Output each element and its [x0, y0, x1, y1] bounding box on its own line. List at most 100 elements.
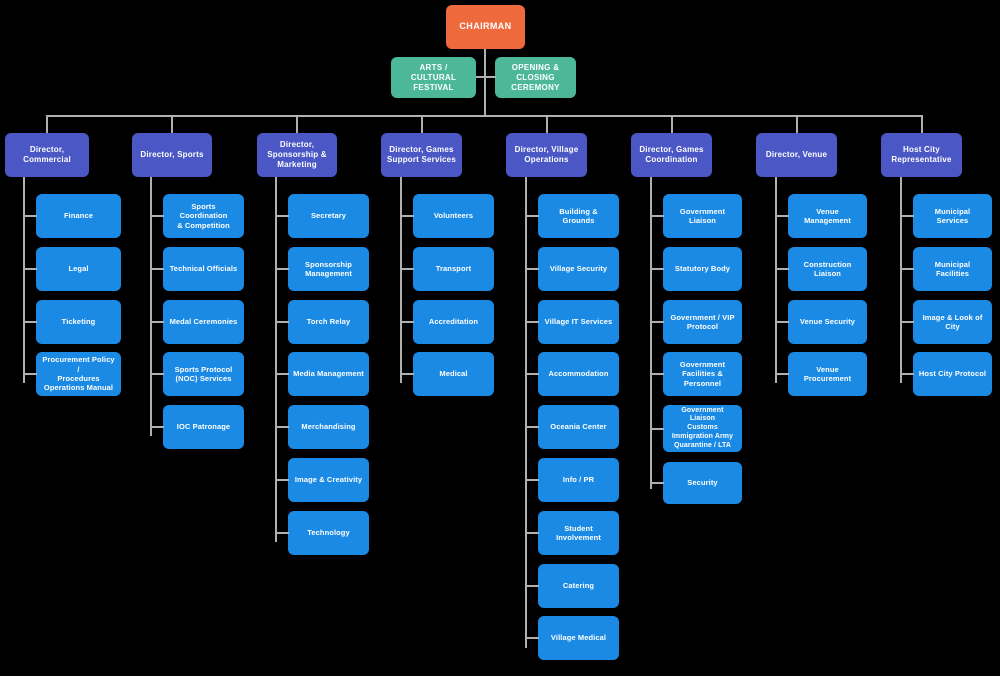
connector-chairman-stem: [484, 49, 486, 115]
node-oceania-center[interactable]: Oceania Center: [538, 405, 619, 449]
node-image-look-of-city[interactable]: Image & Look of City: [913, 300, 992, 344]
connector-trunk-drop-3: [296, 115, 298, 133]
node-technical-officials[interactable]: Technical Officials: [163, 247, 244, 291]
connector-stub-3-1: [275, 215, 289, 217]
connector-stub-1-2: [23, 268, 37, 270]
connector-stub-5-4: [525, 373, 539, 375]
connector-stub-3-4: [275, 373, 289, 375]
node-volunteers[interactable]: Volunteers: [413, 194, 494, 238]
node-statutory-body[interactable]: Statutory Body: [663, 247, 742, 291]
node-transport[interactable]: Transport: [413, 247, 494, 291]
connector-spine-col-2: [150, 177, 152, 436]
connector-stub-5-9: [525, 637, 539, 639]
connector-stub-6-4: [650, 373, 664, 375]
node-host-city-representative[interactable]: Host City Representative: [881, 133, 962, 177]
connector-stub-2-4: [150, 373, 164, 375]
node-director-games-coordination[interactable]: Director, Games Coordination: [631, 133, 712, 177]
node-accommodation[interactable]: Accommodation: [538, 352, 619, 396]
node-torch-relay[interactable]: Torch Relay: [288, 300, 369, 344]
connector-spine-col-4: [400, 177, 402, 383]
node-director-venue[interactable]: Director, Venue: [756, 133, 837, 177]
node-director-games-support-services[interactable]: Director, Games Support Services: [381, 133, 462, 177]
node-government-vip-protocol[interactable]: Government / VIP Protocol: [663, 300, 742, 344]
connector-stub-1-1: [23, 215, 37, 217]
connector-spine-col-7: [775, 177, 777, 383]
node-government-liaison[interactable]: Government Liaison: [663, 194, 742, 238]
node-director-sponsorship-marketing[interactable]: Director, Sponsorship & Marketing: [257, 133, 337, 177]
node-director-sports[interactable]: Director, Sports: [132, 133, 212, 177]
node-village-it-services[interactable]: Village IT Services: [538, 300, 619, 344]
node-venue-procurement[interactable]: Venue Procurement: [788, 352, 867, 396]
connector-stub-7-4: [775, 373, 789, 375]
node-chairman[interactable]: CHAIRMAN: [446, 5, 525, 49]
node-medal-ceremonies[interactable]: Medal Ceremonies: [163, 300, 244, 344]
connector-stub-3-6: [275, 479, 289, 481]
node-medical[interactable]: Medical: [413, 352, 494, 396]
node-image-creativity[interactable]: Image & Creativity: [288, 458, 369, 502]
connector-trunk-drop-5: [546, 115, 548, 133]
node-municipal-services[interactable]: Municipal Services: [913, 194, 992, 238]
node-accreditation[interactable]: Accreditation: [413, 300, 494, 344]
node-sponsorship-management[interactable]: Sponsorship Management: [288, 247, 369, 291]
node-government-liaison-customs-immigration[interactable]: Government Liaison Customs Immigration A…: [663, 405, 742, 452]
node-arts-cultural-festival[interactable]: ARTS / CULTURAL FESTIVAL: [391, 57, 476, 98]
node-procurement-policy[interactable]: Procurement Policy / Procedures Operatio…: [36, 352, 121, 396]
connector-stub-6-6: [650, 482, 664, 484]
connector-stub-8-4: [900, 373, 914, 375]
node-director-village-operations[interactable]: Director, Village Operations: [506, 133, 587, 177]
connector-stub-8-2: [900, 268, 914, 270]
node-merchandising[interactable]: Merchandising: [288, 405, 369, 449]
connector-main-trunk: [46, 115, 923, 117]
connector-stub-3-3: [275, 321, 289, 323]
node-venue-security[interactable]: Venue Security: [788, 300, 867, 344]
connector-spine-col-8: [900, 177, 902, 383]
connector-spine-col-6: [650, 177, 652, 489]
connector-stub-7-1: [775, 215, 789, 217]
node-director-commercial[interactable]: Director, Commercial: [5, 133, 89, 177]
connector-stub-5-7: [525, 532, 539, 534]
node-sports-coordination-competition[interactable]: Sports Coordination & Competition: [163, 194, 244, 238]
connector-stub-5-1: [525, 215, 539, 217]
node-finance[interactable]: Finance: [36, 194, 121, 238]
connector-stub-6-5: [650, 428, 664, 430]
node-security[interactable]: Security: [663, 462, 742, 504]
node-info-pr[interactable]: Info / PR: [538, 458, 619, 502]
connector-stub-3-2: [275, 268, 289, 270]
node-legal[interactable]: Legal: [36, 247, 121, 291]
connector-stub-4-1: [400, 215, 414, 217]
connector-stub-6-2: [650, 268, 664, 270]
connector-stub-5-3: [525, 321, 539, 323]
connector-stub-3-7: [275, 532, 289, 534]
node-ticketing[interactable]: Ticketing: [36, 300, 121, 344]
connector-trunk-drop-4: [421, 115, 423, 133]
node-host-city-protocol[interactable]: Host City Protocol: [913, 352, 992, 396]
connector-trunk-drop-6: [671, 115, 673, 133]
connector-stub-8-1: [900, 215, 914, 217]
node-ioc-patronage[interactable]: IOC Patronage: [163, 405, 244, 449]
node-media-management[interactable]: Media Management: [288, 352, 369, 396]
node-student-involvement[interactable]: Student Involvement: [538, 511, 619, 555]
node-technology[interactable]: Technology: [288, 511, 369, 555]
connector-stub-7-3: [775, 321, 789, 323]
node-village-medical[interactable]: Village Medical: [538, 616, 619, 660]
connector-stub-1-4: [23, 373, 37, 375]
connector-stub-4-3: [400, 321, 414, 323]
node-venue-management[interactable]: Venue Management: [788, 194, 867, 238]
node-municipal-facilities[interactable]: Municipal Facilities: [913, 247, 992, 291]
connector-stub-4-4: [400, 373, 414, 375]
connector-spine-col-5: [525, 177, 527, 648]
connector-trunk-drop-7: [796, 115, 798, 133]
node-construction-liaison[interactable]: Construction Liaison: [788, 247, 867, 291]
node-government-facilities-personnel[interactable]: Government Facilities & Personnel: [663, 352, 742, 396]
connector-spine-col-1: [23, 177, 25, 383]
connector-stub-6-1: [650, 215, 664, 217]
node-village-security[interactable]: Village Security: [538, 247, 619, 291]
node-sports-protocol-noc-services[interactable]: Sports Protocol (NOC) Services: [163, 352, 244, 396]
node-catering[interactable]: Catering: [538, 564, 619, 608]
connector-stub-5-5: [525, 426, 539, 428]
connector-trunk-drop-8: [921, 115, 923, 133]
node-building-grounds[interactable]: Building & Grounds: [538, 194, 619, 238]
node-opening-closing-ceremony[interactable]: OPENING & CLOSING CEREMONY: [495, 57, 576, 98]
node-secretary[interactable]: Secretary: [288, 194, 369, 238]
connector-trunk-drop-1: [46, 115, 48, 133]
